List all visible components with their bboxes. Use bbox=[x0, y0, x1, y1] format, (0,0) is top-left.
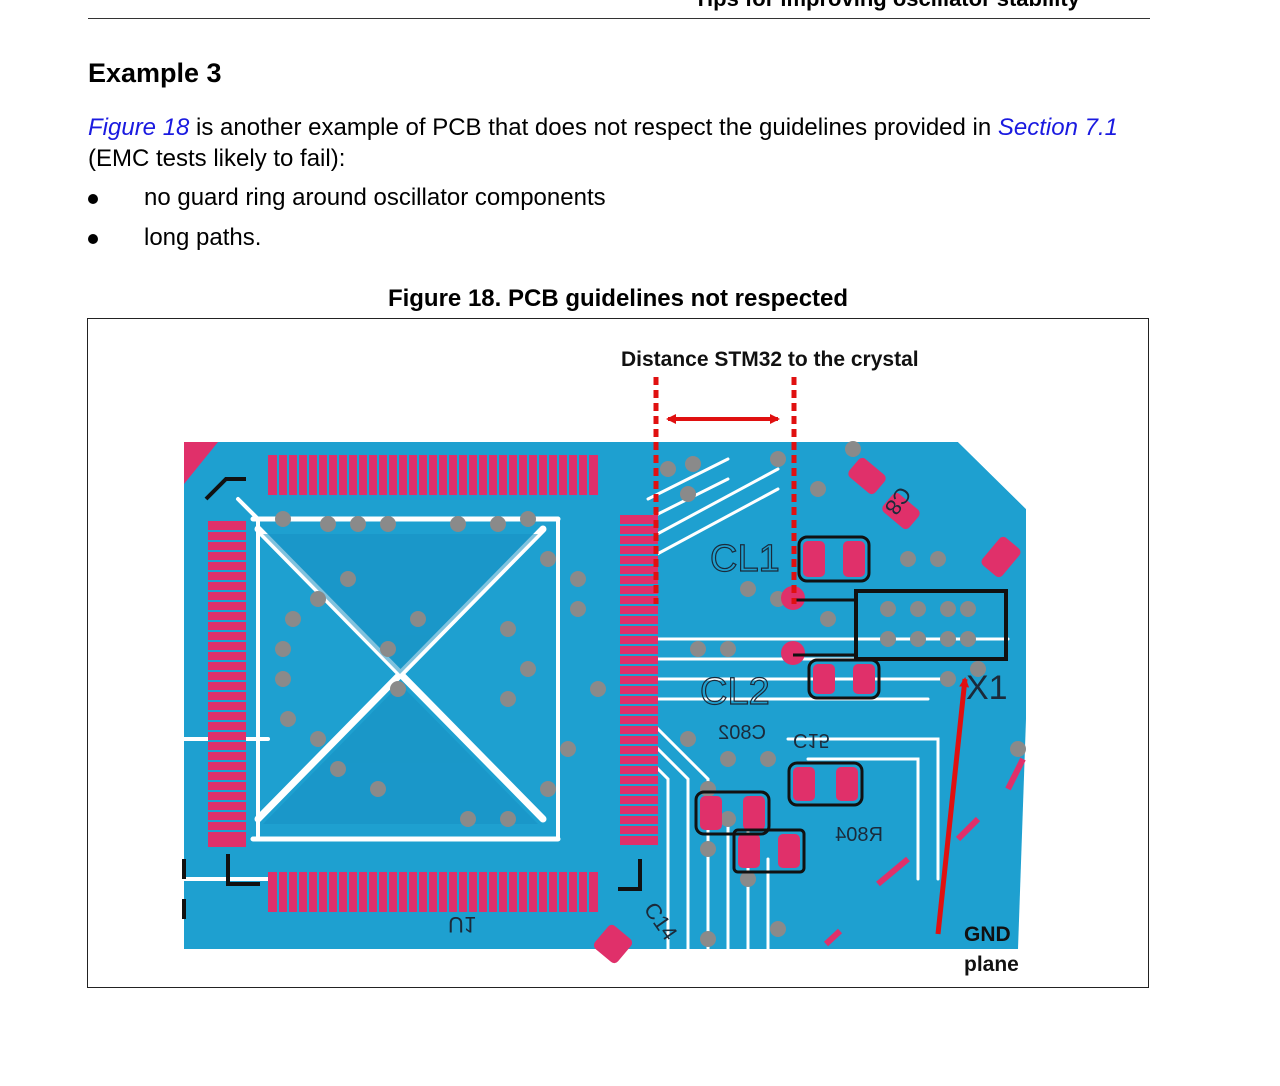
section-link[interactable]: Section 7.1 bbox=[997, 114, 1118, 141]
header-rule bbox=[88, 18, 1150, 19]
bullet-text: no guard ring around oscillator componen… bbox=[144, 184, 606, 211]
gnd-annotation-line1: GND bbox=[964, 923, 1011, 946]
oscillator-pads bbox=[593, 457, 1021, 964]
label-x1: X1 bbox=[966, 669, 1008, 707]
u1-right-pads bbox=[620, 515, 658, 845]
gnd-arrow bbox=[935, 677, 970, 935]
list-item: no guard ring around oscillator componen… bbox=[88, 183, 606, 223]
figure-frame: CL1 CL2 X1 C802 C15 R804 C8 C14 U1 Dista… bbox=[87, 318, 1149, 988]
para-text-2: (EMC tests likely to fail): bbox=[88, 145, 346, 172]
gnd-plane-edge bbox=[823, 757, 1026, 947]
label-cl2: CL2 bbox=[700, 671, 770, 713]
list-item: long paths. bbox=[88, 223, 606, 263]
label-c802: C802 bbox=[718, 722, 766, 744]
pin1-marker bbox=[184, 442, 218, 484]
u1-left-pads bbox=[208, 521, 246, 847]
crystal-x1-outline bbox=[854, 589, 1008, 661]
figure-link[interactable]: Figure 18 bbox=[88, 114, 190, 141]
bullet-icon bbox=[88, 194, 98, 204]
bullet-list: no guard ring around oscillator componen… bbox=[88, 183, 606, 263]
bullet-icon bbox=[88, 234, 98, 244]
component-outlines bbox=[694, 535, 881, 874]
label-c15: C15 bbox=[793, 729, 830, 751]
crystal-pin-2 bbox=[781, 641, 805, 665]
pcb-layout-image: CL1 CL2 X1 C802 C15 R804 C8 C14 U1 Dista… bbox=[182, 348, 1026, 976]
silkscreen-corners bbox=[182, 477, 642, 919]
distance-annotation-label: Distance STM32 to the crystal bbox=[621, 348, 919, 371]
u1-top-pads bbox=[268, 455, 598, 495]
section-heading: Example 3 bbox=[88, 58, 222, 88]
label-u1: U1 bbox=[448, 912, 476, 937]
gnd-annotation-line2: plane bbox=[964, 953, 1019, 976]
intro-paragraph: Figure 18 is another example of PCB that… bbox=[88, 112, 1128, 174]
para-text-1: is another example of PCB that does not … bbox=[189, 114, 998, 141]
label-cl1: CL1 bbox=[710, 538, 780, 580]
label-r804: R804 bbox=[835, 824, 883, 846]
copper-planes bbox=[263, 534, 538, 824]
figure-caption: Figure 18. PCB guidelines not respected bbox=[387, 285, 849, 312]
bullet-text: long paths. bbox=[144, 224, 262, 251]
vias bbox=[275, 441, 1026, 947]
u1-bottom-pads bbox=[268, 872, 598, 912]
running-header: Tips for improving oscillator stability bbox=[694, 0, 1080, 12]
